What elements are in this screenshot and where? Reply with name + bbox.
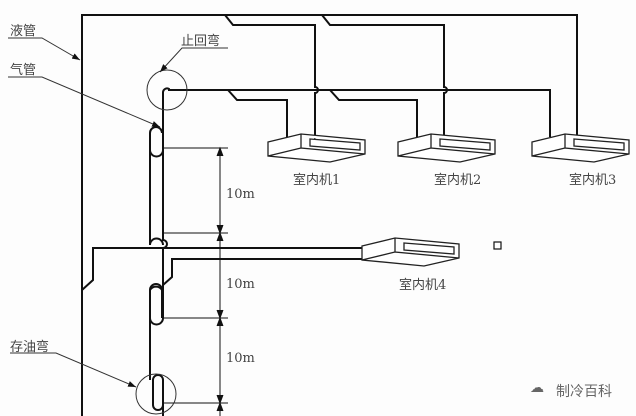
indoor-unit-4	[361, 237, 460, 267]
liquid-pipe-leader	[8, 37, 81, 61]
gas-pipe-unit4	[162, 258, 362, 286]
gas-riser	[149, 283, 163, 380]
unit3-label: 室内机3	[569, 173, 617, 188]
small-square-marker	[493, 241, 502, 250]
watermark: 制冷百科	[556, 384, 612, 400]
liquid-pipe-unit4	[81, 247, 362, 291]
indoor-unit-1	[267, 133, 366, 163]
check-bend-label: 止回弯	[181, 34, 221, 49]
indoor-unit-2	[397, 133, 496, 163]
gas-pipe-unit2	[329, 89, 418, 137]
dimension-line	[163, 146, 228, 416]
unit1-label: 室内机1	[293, 173, 341, 188]
dimension-label-1: 10m	[226, 187, 255, 202]
liquid-pipe-unit3	[225, 14, 578, 137]
oil-trap-circle	[135, 373, 177, 415]
indoor-unit-3	[531, 133, 630, 163]
gas-pipe-unit1	[227, 89, 288, 137]
wechat-icon: ☁	[530, 380, 544, 396]
liquid-pipe-unit2	[321, 14, 448, 137]
gas-pipe-label: 气管	[10, 63, 37, 78]
oil-trap-leader	[10, 352, 137, 388]
unit4-label: 室内机4	[399, 278, 447, 293]
liquid-pipe-label: 液管	[10, 24, 37, 39]
gas-pipe-leader	[8, 76, 161, 128]
check-bend-leader	[159, 47, 228, 73]
dimension-label-2: 10m	[226, 277, 255, 292]
liquid-pipe-main	[81, 14, 319, 416]
oil-trap-label: 存油弯	[10, 340, 50, 355]
unit2-label: 室内机2	[434, 173, 482, 188]
gas-pipe-main	[152, 374, 164, 416]
dimension-label-3: 10m	[226, 351, 255, 366]
